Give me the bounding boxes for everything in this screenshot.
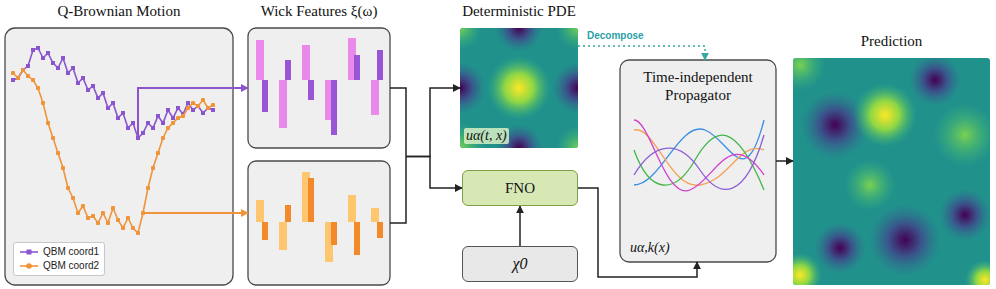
box-title: Time-independent Propagator <box>620 60 776 104</box>
legend: QBM coord1QBM coord2 <box>13 242 105 276</box>
legend-row: QBM coord1 <box>19 245 99 259</box>
connector-arrow <box>776 160 793 162</box>
legend-text: QBM coord1 <box>43 245 99 259</box>
math-label: χ0 <box>512 255 527 273</box>
process-box: Time-independent Propagator uα,k(x) <box>620 60 776 262</box>
panel-heading: Prediction <box>861 33 923 50</box>
process-box: FNO <box>462 170 578 206</box>
connector-arrow <box>578 188 697 277</box>
connector-arrow <box>406 88 460 157</box>
feature-group: Wick Features ξ(ω) <box>248 28 406 285</box>
math-label: uα(t, x) <box>464 128 509 144</box>
connector-arrow <box>233 212 248 214</box>
input-box: χ0 <box>462 246 578 282</box>
connector-arrow <box>233 87 248 89</box>
edge-label: Decompose <box>586 30 645 41</box>
panel-heading: Wick Features ξ(ω) <box>261 3 378 20</box>
connector-arrow <box>406 157 462 189</box>
heatmap-box: Prediction <box>793 58 990 285</box>
panel-heading: Deterministic PDE <box>462 3 576 20</box>
box-label: FNO <box>505 180 535 197</box>
legend-text: QBM coord2 <box>43 259 99 273</box>
legend-row: QBM coord2 <box>19 259 99 273</box>
legend-sample <box>19 247 39 257</box>
connector-arrow <box>578 46 705 60</box>
panel-heading: Q-Brownian Motion <box>58 3 181 20</box>
heatmap-box: Deterministic PDEuα(t, x) <box>460 28 578 148</box>
legend-sample <box>19 261 39 271</box>
math-label: uα,k(x) <box>628 240 672 256</box>
connector-arrow <box>519 206 521 246</box>
